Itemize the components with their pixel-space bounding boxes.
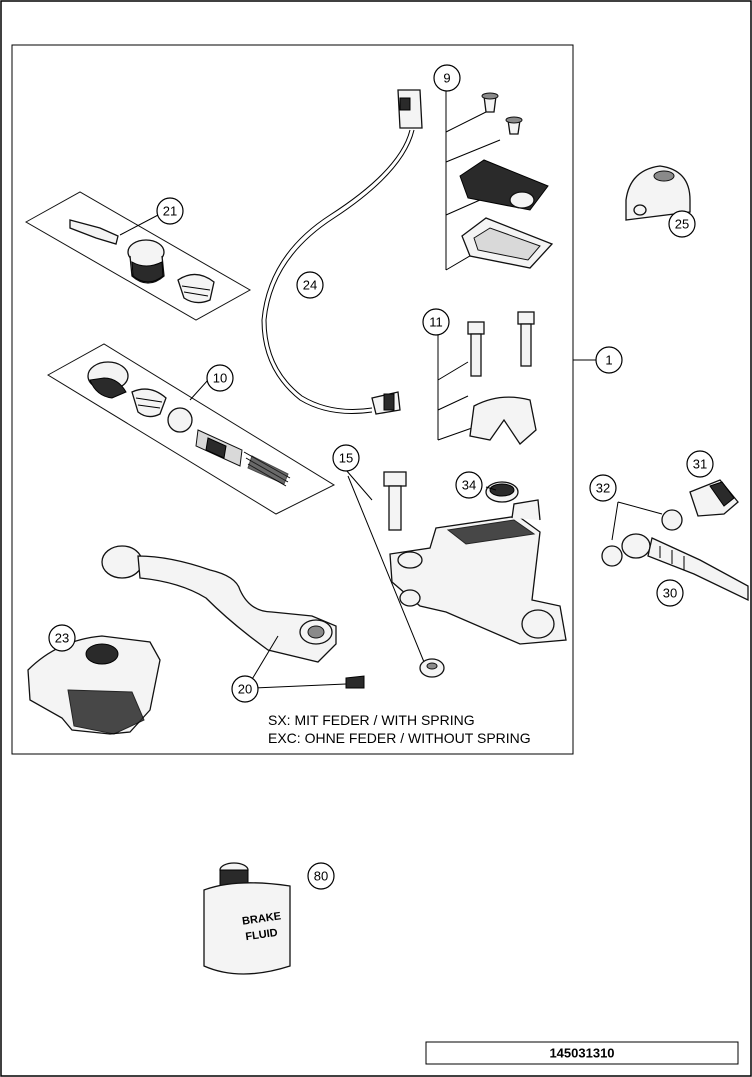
svg-text:25: 25 xyxy=(675,217,689,232)
callout-10: 10 xyxy=(206,364,234,392)
part-80-brake-fluid: BRAKE FLUID xyxy=(203,862,291,975)
callout-20: 20 xyxy=(231,675,259,703)
callout-32: 32 xyxy=(589,474,617,502)
brake-lever xyxy=(101,545,365,689)
svg-text:9: 9 xyxy=(443,71,450,86)
document-number-box: 145031310 xyxy=(425,1041,739,1065)
svg-text:80: 80 xyxy=(314,869,328,884)
svg-text:24: 24 xyxy=(303,278,317,293)
svg-text:34: 34 xyxy=(462,478,476,493)
part-21-kit xyxy=(24,191,252,321)
part-24-brake-switch xyxy=(261,89,423,415)
svg-text:10: 10 xyxy=(213,371,227,386)
callout-15: 15 xyxy=(332,444,360,472)
callout-31: 31 xyxy=(686,450,714,478)
svg-text:20: 20 xyxy=(238,682,252,697)
svg-text:32: 32 xyxy=(596,481,610,496)
svg-text:23: 23 xyxy=(55,631,69,646)
svg-text:11: 11 xyxy=(429,315,443,330)
svg-text:31: 31 xyxy=(693,457,707,472)
note-line-2: EXC: OHNE FEDER / WITHOUT SPRING xyxy=(268,730,531,746)
part-9-reservoir-cap xyxy=(445,88,554,271)
callout-9: 9 xyxy=(433,64,461,92)
part-11-clamp-screws xyxy=(437,311,537,445)
part-10-kit xyxy=(47,343,336,515)
svg-text:1: 1 xyxy=(605,353,612,368)
master-cylinder xyxy=(389,499,567,645)
part-23-lever-guard xyxy=(27,635,161,735)
callout-30: 30 xyxy=(656,579,684,607)
spring-note: SX: MIT FEDER / WITH SPRING EXC: OHNE FE… xyxy=(268,712,531,746)
svg-text:21: 21 xyxy=(163,204,177,219)
part-25-clamp xyxy=(625,165,691,221)
can-label-line2: FLUID xyxy=(245,927,279,943)
callout-80: 80 xyxy=(307,862,335,890)
assembly-box xyxy=(11,44,574,755)
can-label-line1: BRAKE xyxy=(241,910,281,927)
callout-24: 24 xyxy=(296,271,324,299)
callout-34: 34 xyxy=(455,471,483,499)
svg-text:30: 30 xyxy=(663,586,677,601)
svg-text:15: 15 xyxy=(339,451,353,466)
callout-25: 25 xyxy=(668,210,696,238)
callout-11: 11 xyxy=(422,308,450,336)
document-number: 145031310 xyxy=(549,1046,614,1061)
callout-23: 23 xyxy=(48,624,76,652)
part-34-cap xyxy=(485,481,519,503)
part-15-bolt xyxy=(345,469,445,678)
callout-21: 21 xyxy=(156,197,184,225)
brake-hose-parts xyxy=(601,479,749,602)
note-line-1: SX: MIT FEDER / WITH SPRING xyxy=(268,712,475,728)
callout-1: 1 xyxy=(595,346,623,374)
